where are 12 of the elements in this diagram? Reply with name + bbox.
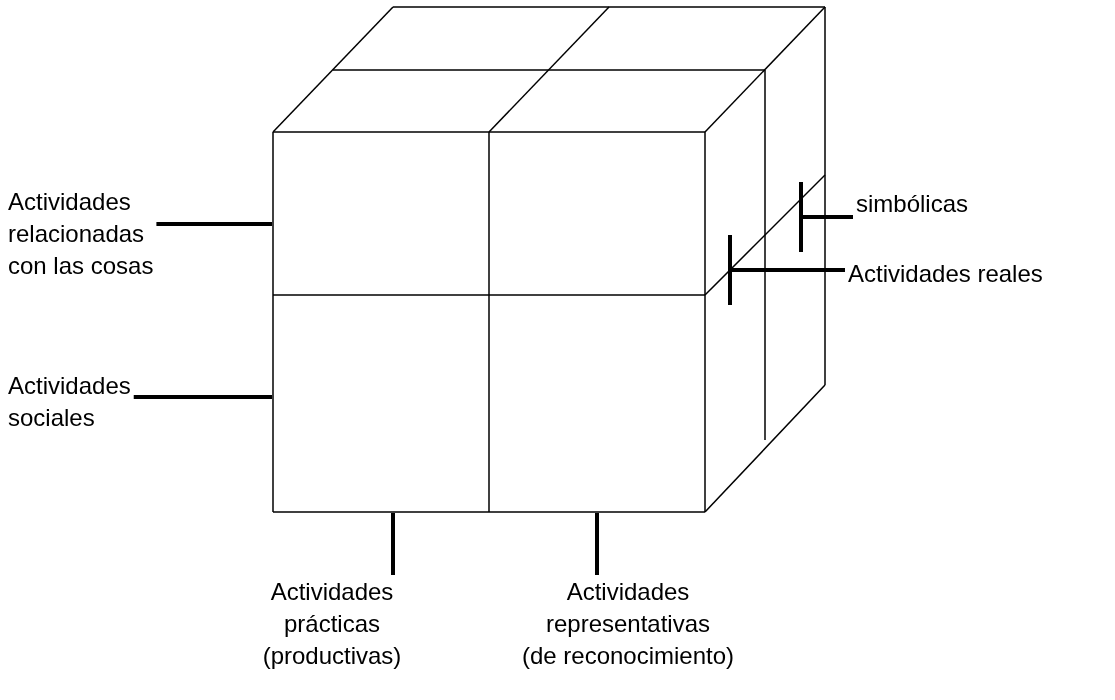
leader-line (156, 222, 272, 226)
activity-label: simbólicas (856, 189, 969, 219)
leader-line (133, 395, 272, 399)
activity-label: Actividades representativas (de reconocimiento) (521, 577, 735, 671)
leader-line (799, 180, 853, 254)
activity-label: Actividades relacionadas con las cosas (8, 187, 154, 281)
leader-line (595, 513, 599, 575)
activity-label: Actividades sociales (8, 371, 131, 433)
activity-label: Actividades prácticas (productivas) (262, 577, 402, 671)
leader-line (391, 513, 395, 575)
leader-line (728, 233, 845, 307)
activity-label: Actividades reales (848, 259, 1043, 289)
